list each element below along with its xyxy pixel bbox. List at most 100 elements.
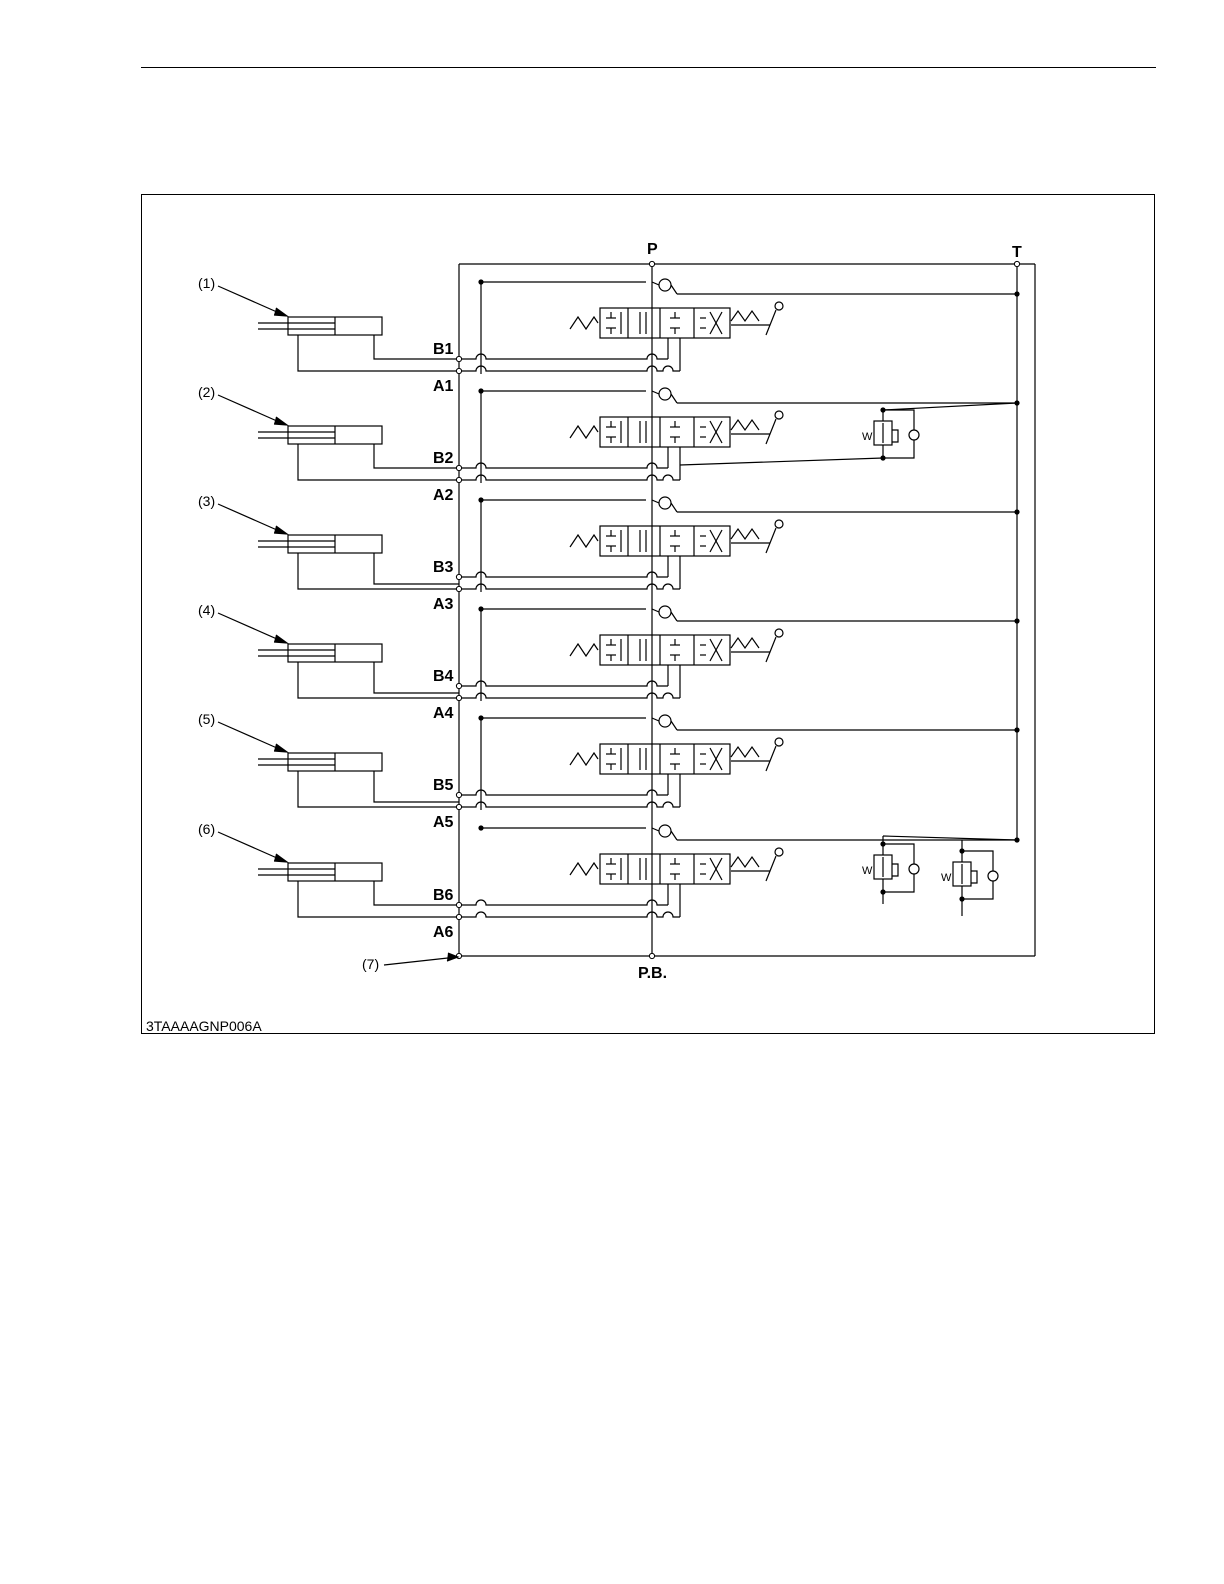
port-circle bbox=[456, 368, 461, 373]
callout-label: (5) bbox=[198, 711, 215, 727]
check-valve-icon bbox=[659, 497, 671, 509]
leader-arrowhead bbox=[447, 953, 458, 961]
detent-icon bbox=[731, 857, 759, 867]
pipe-line bbox=[652, 500, 659, 503]
spring-icon bbox=[570, 863, 598, 875]
junction-dot bbox=[478, 825, 483, 830]
pipe-line bbox=[671, 285, 677, 294]
detent-icon bbox=[731, 311, 759, 321]
check-valve-icon bbox=[659, 606, 671, 618]
pipe-line bbox=[652, 391, 659, 394]
port-label-b: B3 bbox=[433, 559, 454, 576]
port-a-line bbox=[459, 475, 680, 480]
junction-dot bbox=[1014, 291, 1019, 296]
port-label-pb: P.B. bbox=[638, 965, 667, 982]
check-valve-icon bbox=[659, 715, 671, 727]
pipe-line bbox=[671, 394, 677, 403]
pipe-line bbox=[680, 458, 883, 465]
port-a-line bbox=[459, 584, 680, 589]
check-valve-icon bbox=[659, 279, 671, 291]
port-b-line bbox=[459, 900, 668, 905]
callout-label: (7) bbox=[362, 956, 379, 972]
pipe-line bbox=[883, 403, 1017, 410]
callout-label: (2) bbox=[198, 384, 215, 400]
port-circle bbox=[649, 261, 654, 266]
port-circle bbox=[456, 356, 461, 361]
callout-label: (1) bbox=[198, 275, 215, 291]
port-label-a: A4 bbox=[433, 705, 454, 722]
lever-icon bbox=[766, 528, 776, 553]
port-a-line bbox=[459, 912, 680, 917]
lever-icon bbox=[766, 856, 776, 881]
port-circle bbox=[456, 902, 461, 907]
check-valve-icon bbox=[909, 864, 919, 874]
relief-mark: W bbox=[862, 865, 873, 877]
lever-knob-icon bbox=[775, 848, 783, 856]
port-label-b: B1 bbox=[433, 341, 454, 358]
lever-knob-icon bbox=[775, 520, 783, 528]
port-label-b: B5 bbox=[433, 777, 454, 794]
pipe-line bbox=[671, 721, 677, 730]
pipe-line bbox=[652, 828, 659, 831]
spring-icon bbox=[570, 753, 598, 765]
port-label-p: P bbox=[647, 241, 658, 258]
spring-icon bbox=[570, 535, 598, 547]
port-circle bbox=[456, 477, 461, 482]
junction-dot bbox=[1014, 727, 1019, 732]
leader-arrowhead bbox=[274, 308, 287, 316]
detent-icon bbox=[731, 529, 759, 539]
pipe-line bbox=[671, 612, 677, 621]
lever-icon bbox=[766, 419, 776, 444]
pipe-line bbox=[652, 718, 659, 721]
port-circle bbox=[456, 792, 461, 797]
port-a-line bbox=[459, 366, 680, 371]
pipe-line bbox=[652, 609, 659, 612]
lever-knob-icon bbox=[775, 629, 783, 637]
port-label-a: A6 bbox=[433, 924, 454, 941]
pipe-line bbox=[892, 430, 898, 442]
lever-knob-icon bbox=[775, 411, 783, 419]
lever-knob-icon bbox=[775, 302, 783, 310]
port-label-b: B2 bbox=[433, 450, 454, 467]
port-circle bbox=[456, 465, 461, 470]
figure-code: 3TAAAAGNP006A bbox=[146, 1018, 262, 1034]
port-label-a: A1 bbox=[433, 378, 454, 395]
port-b-line bbox=[459, 354, 668, 359]
port-circle bbox=[456, 586, 461, 591]
port-circle bbox=[1014, 261, 1019, 266]
port-circle bbox=[456, 683, 461, 688]
callout-label: (6) bbox=[198, 821, 215, 837]
leader-arrowhead bbox=[274, 744, 287, 752]
detent-icon bbox=[731, 638, 759, 648]
callout-label: (3) bbox=[198, 493, 215, 509]
spring-icon bbox=[570, 317, 598, 329]
spring-icon bbox=[570, 426, 598, 438]
leader-line bbox=[384, 957, 457, 965]
port-circle bbox=[456, 695, 461, 700]
port-label-a: A5 bbox=[433, 814, 454, 831]
pipe-line bbox=[671, 503, 677, 512]
callout-label: (4) bbox=[198, 602, 215, 618]
check-valve-icon bbox=[659, 825, 671, 837]
lever-icon bbox=[766, 637, 776, 662]
port-b-line bbox=[459, 463, 668, 468]
port-label-a: A3 bbox=[433, 596, 454, 613]
spring-icon bbox=[570, 644, 598, 656]
port-circle bbox=[456, 914, 461, 919]
check-valve-icon bbox=[988, 871, 998, 881]
check-valve-icon bbox=[909, 430, 919, 440]
leader-arrowhead bbox=[274, 526, 287, 534]
pipe-line bbox=[971, 871, 977, 883]
lever-icon bbox=[766, 746, 776, 771]
pipe-line bbox=[652, 282, 659, 285]
junction-dot bbox=[1014, 509, 1019, 514]
port-a-line bbox=[459, 693, 680, 698]
leader-arrowhead bbox=[274, 635, 287, 643]
relief-mark: W bbox=[941, 872, 952, 884]
detent-icon bbox=[731, 420, 759, 430]
port-label-t: T bbox=[1012, 244, 1022, 261]
port-b-line bbox=[459, 572, 668, 577]
check-valve-icon bbox=[659, 388, 671, 400]
port-a-line bbox=[459, 802, 680, 807]
